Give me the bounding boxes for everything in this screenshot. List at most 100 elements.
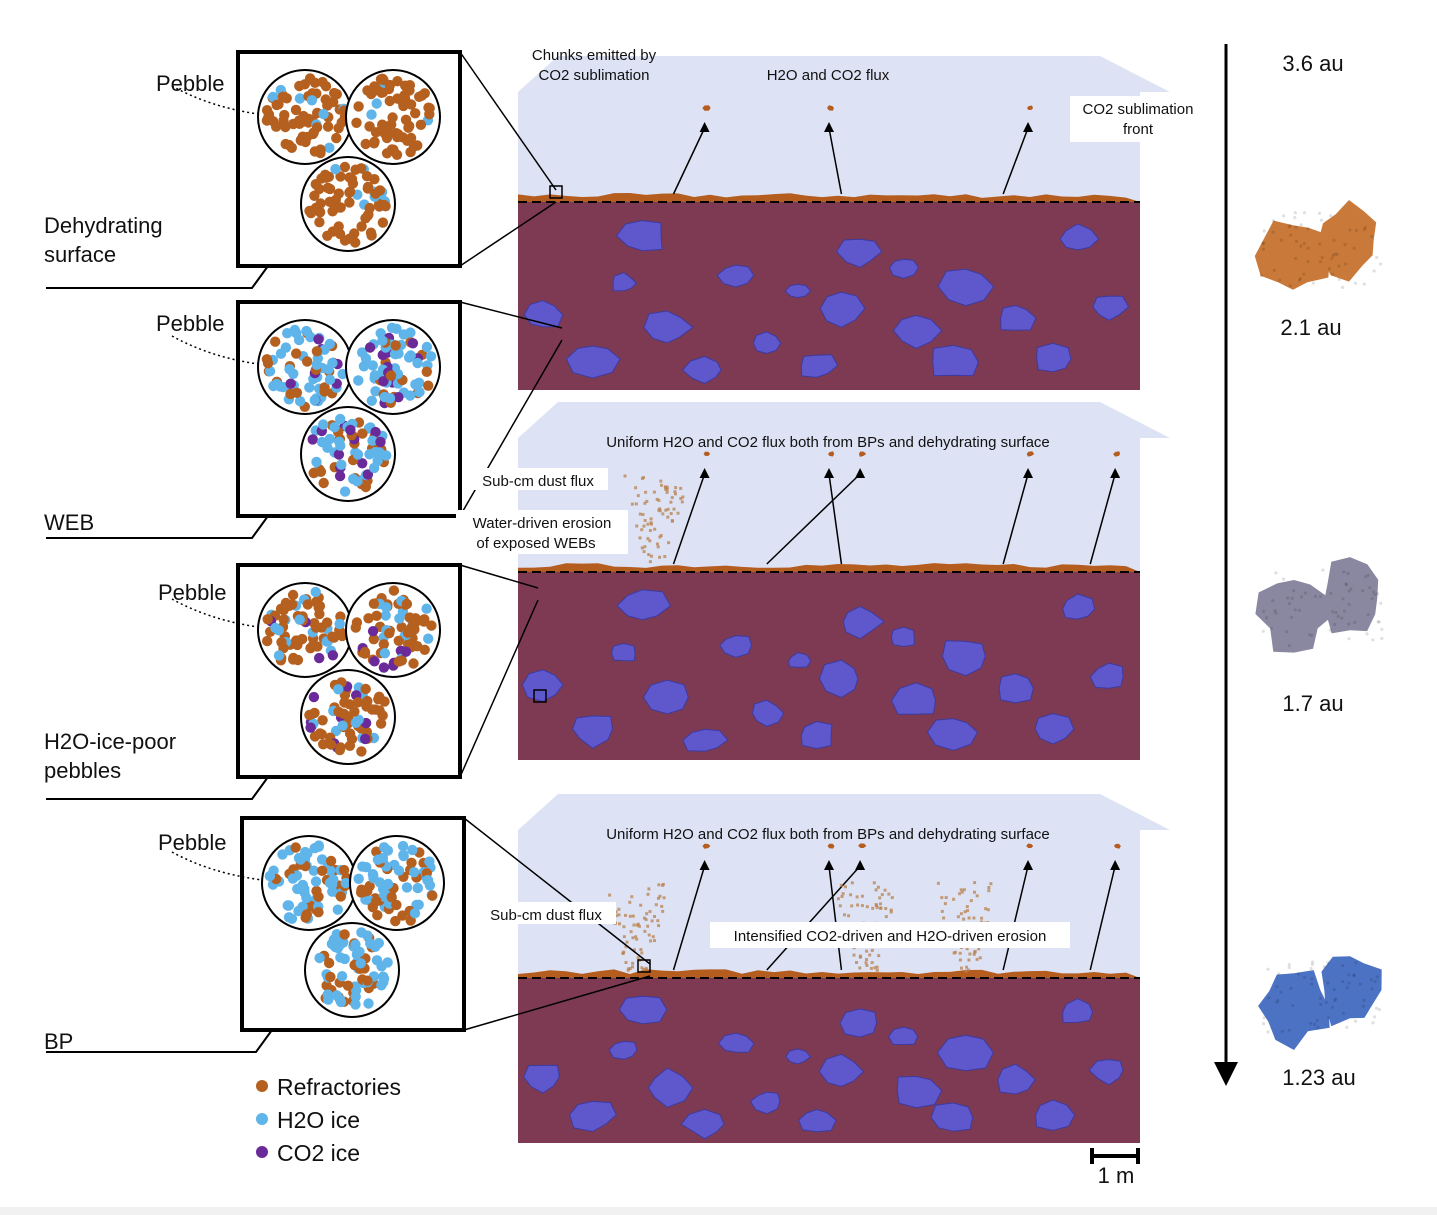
grain	[374, 201, 385, 212]
inset-connector	[463, 817, 651, 965]
dust-grain	[644, 490, 648, 494]
grain	[418, 616, 430, 627]
grain	[367, 902, 378, 913]
grain	[368, 634, 379, 645]
surface-texture	[1297, 278, 1302, 282]
surface-texture	[1287, 644, 1291, 648]
dust-grain	[643, 545, 647, 549]
surface-texture	[1336, 614, 1340, 618]
dust-grain	[953, 950, 957, 954]
dust-grain	[973, 881, 977, 885]
ice-block	[569, 1100, 618, 1133]
grain	[290, 104, 302, 116]
dust-grain	[966, 909, 970, 913]
grain	[407, 338, 419, 349]
grain	[327, 206, 338, 217]
surface-texture	[1374, 1006, 1379, 1010]
panel-label-line: H2O-ice-poor	[44, 729, 176, 754]
surface-texture	[1320, 256, 1324, 260]
dust-grain	[656, 919, 660, 923]
surface-texture	[1352, 246, 1356, 250]
surface-texture	[1299, 595, 1304, 599]
surface-texture	[1306, 259, 1310, 264]
grain	[422, 875, 434, 886]
dust-grain	[958, 958, 962, 962]
grain	[335, 952, 346, 963]
grain	[318, 739, 329, 750]
dust-grain	[969, 899, 973, 903]
grain	[372, 854, 384, 865]
legend-refractories-label: Refractories	[277, 1074, 401, 1100]
grain	[281, 93, 292, 104]
grain	[333, 188, 344, 199]
surface-texture	[1321, 568, 1325, 572]
grain	[335, 742, 346, 753]
dust-grain	[636, 922, 640, 926]
dust-grain	[958, 951, 962, 955]
dust-grain	[636, 956, 640, 960]
grain	[317, 715, 328, 726]
grain	[311, 122, 323, 133]
grain	[314, 952, 325, 964]
surface-texture	[1370, 597, 1374, 601]
left-labels: Dehydrating surface WEB H2O-ice-poor peb…	[44, 71, 227, 1054]
grain	[308, 691, 320, 703]
pebble	[257, 582, 353, 678]
grain	[327, 357, 338, 369]
surface-texture	[1318, 594, 1322, 599]
grain	[287, 589, 299, 601]
grain	[316, 854, 328, 865]
grain	[379, 648, 391, 659]
annotation-front-line: CO2 sublimation	[1083, 101, 1194, 118]
grain	[325, 971, 336, 983]
dust-grain	[967, 916, 971, 920]
surface-texture	[1261, 241, 1265, 245]
surface-texture	[1271, 230, 1275, 234]
pebble-label: Pebble	[156, 71, 225, 96]
dust-grain	[648, 529, 652, 532]
grain	[283, 900, 295, 911]
grain	[350, 939, 361, 950]
surface-texture	[1319, 1002, 1323, 1007]
grain	[314, 652, 325, 664]
grain	[357, 458, 368, 469]
ice-block	[890, 626, 915, 648]
dust-grain	[670, 496, 674, 500]
surface-texture	[1324, 1000, 1328, 1004]
grain	[368, 873, 379, 884]
dust-grain	[651, 935, 655, 939]
dust-grain	[669, 500, 673, 504]
surface-texture	[1318, 996, 1322, 1001]
surface-texture	[1299, 223, 1303, 227]
grain	[401, 598, 413, 610]
dust-grain	[865, 905, 869, 909]
pebble-inset	[46, 50, 557, 289]
surface-texture	[1347, 602, 1351, 607]
grain	[373, 694, 384, 705]
grain	[322, 182, 334, 194]
pebble-label: Pebble	[158, 830, 227, 855]
surface-texture	[1290, 596, 1294, 601]
grain	[320, 81, 332, 92]
grain	[292, 654, 304, 666]
grain	[302, 356, 313, 367]
dust-grain	[622, 925, 626, 929]
surface-texture	[1318, 242, 1322, 246]
dust-grain	[977, 947, 981, 951]
dust-grain	[958, 892, 962, 896]
surface-texture	[1346, 571, 1350, 576]
grain	[398, 329, 409, 340]
grain	[393, 865, 405, 876]
grain	[302, 599, 313, 610]
dust-grain	[625, 940, 629, 944]
ice-block	[719, 635, 753, 659]
surface-texture	[1331, 253, 1335, 257]
dust-grain	[638, 536, 642, 540]
grain	[335, 413, 346, 425]
surface-texture	[1347, 981, 1351, 985]
ice-block	[800, 354, 839, 378]
ejected-chunk	[702, 105, 711, 111]
grain	[424, 103, 435, 114]
grain	[310, 876, 322, 887]
grain	[299, 883, 310, 895]
